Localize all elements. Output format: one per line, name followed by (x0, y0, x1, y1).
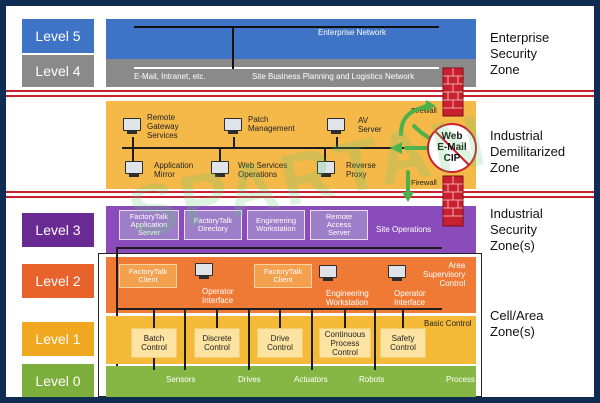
firewall-bottom-label: Firewall (411, 178, 437, 187)
drives-label: Drives (238, 375, 261, 384)
drop-l0-1 (153, 358, 155, 370)
dmz-zone-label: Industrial Demilitarized Zone (490, 128, 566, 175)
process-label: Process (446, 375, 475, 384)
continuous-control-box: Continuous Process Control (319, 328, 371, 358)
level0-band (106, 366, 476, 397)
enterprise-network-band (106, 19, 476, 59)
cell-zone-label: Cell/Area Zone(s) (490, 308, 544, 339)
operator-interface-1-icon (194, 263, 214, 280)
robots-label: Robots (359, 375, 385, 384)
enterprise-top-line (134, 26, 439, 28)
drop-l0-3 (248, 310, 250, 370)
enterprise-bus-line (134, 67, 439, 69)
industrial-zone-border (6, 196, 594, 198)
eng-workstation-l2-label: Engineering Workstation (326, 289, 369, 307)
ft-client-2-box: FactoryTalk Client (254, 264, 312, 288)
enterprise-zone-border (6, 6, 594, 92)
dmz-main-bus (122, 147, 442, 149)
site-planning-label: Site Business Planning and Logistics Net… (252, 72, 415, 81)
reverse-proxy-computer-icon (316, 161, 336, 178)
operator-interface-2-icon (387, 265, 407, 282)
operator-interface-2-label: Operator Interface (394, 289, 426, 307)
enterprise-network-label: Enterprise Network (318, 28, 387, 37)
remote-gateway-computer-icon (122, 118, 142, 135)
level3-bus (116, 247, 442, 249)
diagram-frame: Level 5 Level 4 Level 3 Level 2 Level 1 … (6, 6, 594, 397)
ft-app-server-box: FactoryTalk Application Server (119, 210, 179, 240)
batch-control-box: Batch Control (131, 328, 177, 358)
drop-continuous (344, 310, 346, 328)
web-email-cip-label: Web E-Mail CIP (437, 131, 467, 164)
email-intranet-label: E-Mail, Intranet, etc. (134, 72, 206, 81)
drop-safety (402, 310, 404, 328)
dmz-drop-2 (233, 137, 235, 147)
reverse-proxy-label: Reverse Proxy (346, 161, 376, 179)
web-services-label: Web Services Operations (238, 161, 288, 179)
drop-l0-2 (184, 310, 186, 370)
patch-management-computer-icon (223, 118, 243, 135)
level-5-badge: Level 5 (22, 19, 94, 53)
site-operations-label: Site Operations (376, 225, 432, 234)
firewall-and-arrows-layer (390, 67, 477, 227)
drive-control-box: Drive Control (257, 328, 303, 358)
web-email-cip-icon (427, 123, 477, 173)
area-supervisory-label: Area Supervisory Control (423, 261, 466, 288)
level4-band (106, 59, 476, 87)
remote-gateway-label: Remote Gateway Services (147, 113, 179, 140)
level-3-badge: Level 3 (22, 213, 94, 247)
drop-l0-5 (374, 310, 376, 370)
eng-workstation-box: Engineering Workstation (247, 210, 305, 240)
industrial-zone-label: Industrial Security Zone(s) (490, 206, 543, 253)
drop-l0-4 (311, 310, 313, 370)
enterprise-zone-label: Enterprise Security Zone (490, 30, 550, 77)
operator-interface-1-label: Operator Interface (202, 287, 234, 305)
patch-management-label: Patch Management (248, 115, 295, 133)
web-services-computer-icon (210, 161, 230, 178)
dmz-drop-6 (324, 149, 326, 161)
sensors-label: Sensors (166, 375, 196, 384)
dmz-drop-3 (336, 137, 338, 147)
dmz-drop-5 (219, 149, 221, 161)
eng-workstation-l2-icon (318, 265, 338, 282)
av-server-computer-icon (326, 118, 346, 135)
safety-control-box: Safety Control (380, 328, 426, 358)
bottom-firewall-icon (442, 175, 464, 227)
level-2-badge: Level 2 (22, 264, 94, 298)
av-server-label: AV Server (358, 116, 382, 134)
dmz-drop-1 (132, 137, 134, 147)
app-mirror-computer-icon (124, 161, 144, 178)
ft-directory-box: FactoryTalk Directory (184, 210, 242, 240)
level-0-badge: Level 0 (22, 364, 94, 397)
remote-access-box: Remote Access Server (310, 210, 368, 240)
actuators-label: Actuators (294, 375, 328, 384)
drop-drive (279, 310, 281, 328)
basic-control-label: Basic Control (424, 319, 472, 328)
top-firewall-icon (442, 67, 464, 117)
level-4-badge: Level 4 (22, 55, 94, 87)
app-mirror-label: Application Mirror (154, 161, 194, 179)
dmz-drop-4 (132, 149, 134, 161)
level2-bus (116, 308, 442, 310)
firewall-top-label: Firewall (411, 106, 437, 115)
ft-client-1-box: FactoryTalk Client (119, 264, 177, 288)
dmz-zone-border (6, 95, 594, 193)
enterprise-vertical-link (232, 26, 234, 69)
discrete-control-box: Discrete Control (194, 328, 240, 358)
dmz-band (106, 101, 476, 189)
drop-batch (153, 310, 155, 328)
level-1-badge: Level 1 (22, 322, 94, 356)
drop-discrete (216, 310, 218, 328)
